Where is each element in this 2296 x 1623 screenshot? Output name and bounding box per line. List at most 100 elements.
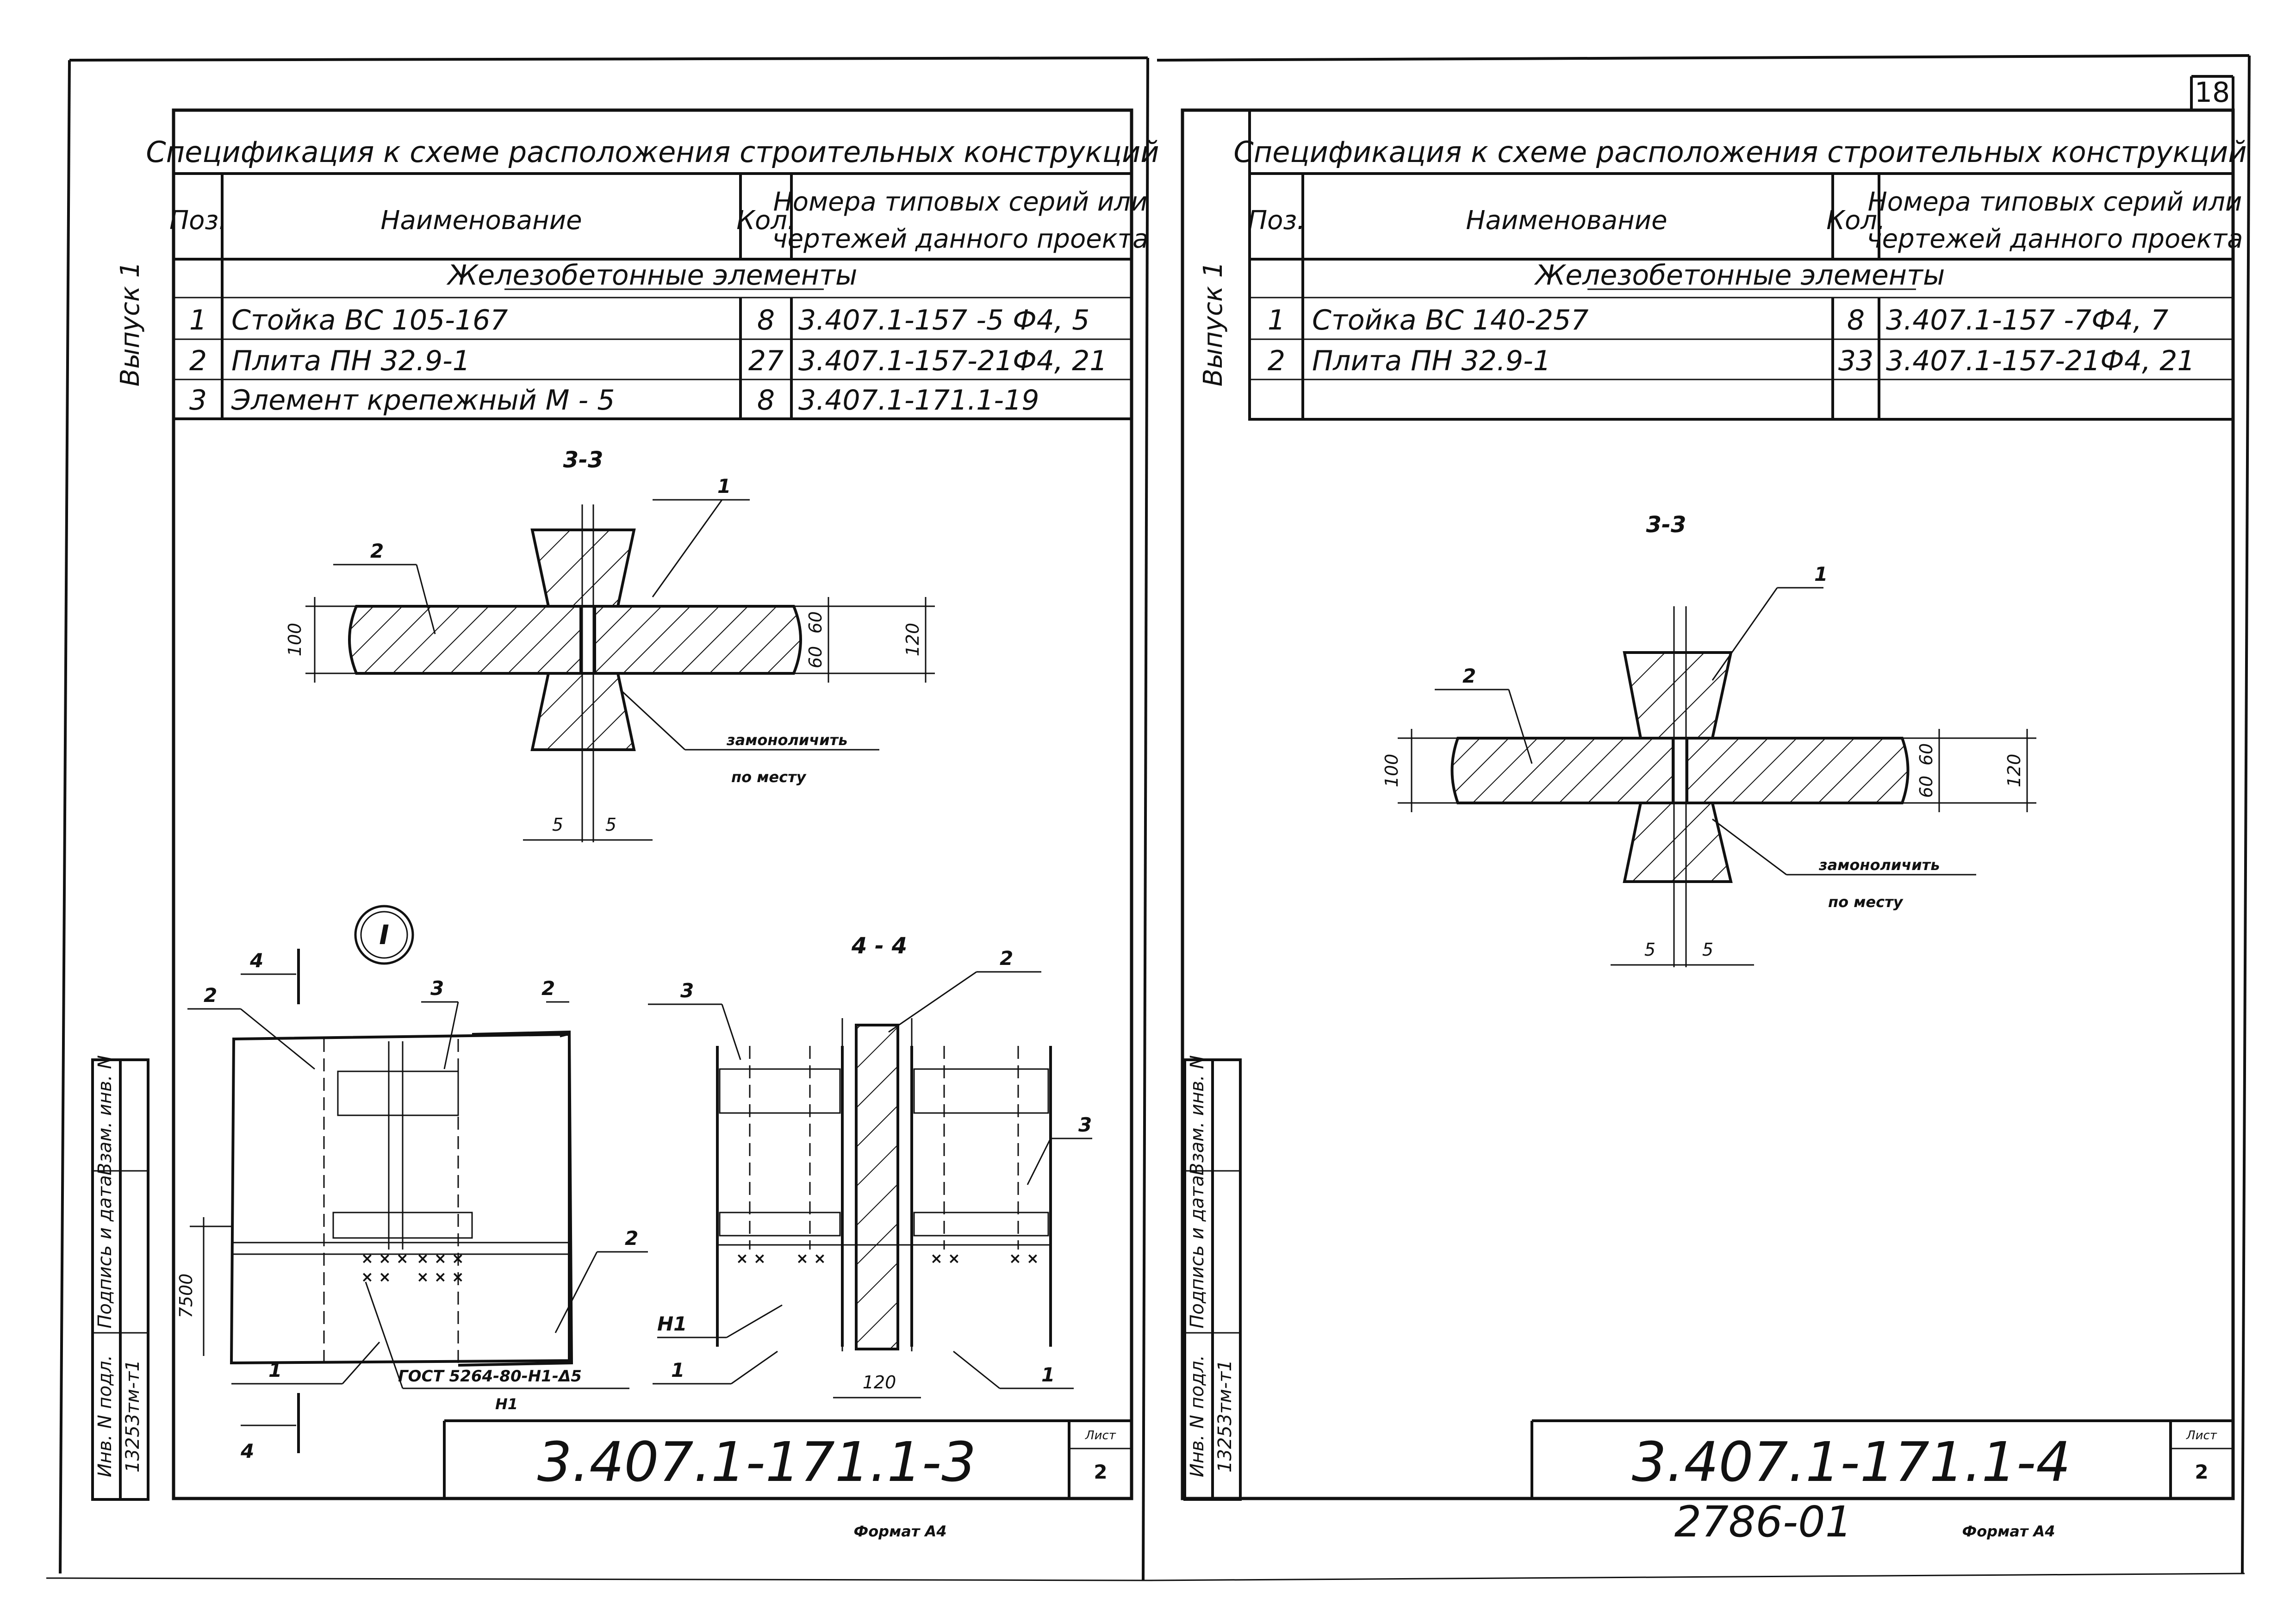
svg-text:2: 2 — [2195, 1461, 2208, 1483]
svg-text:4 - 4: 4 - 4 — [851, 933, 907, 959]
svg-text:33: 33 — [1838, 345, 1873, 377]
svg-text:3.407.1-171.1-19: 3.407.1-171.1-19 — [798, 384, 1039, 417]
svg-text:60: 60 — [805, 646, 826, 668]
svg-text:4: 4 — [249, 949, 263, 972]
svg-text:27: 27 — [748, 345, 784, 377]
svg-text:3.407.1-157-21Ф4, 21: 3.407.1-157-21Ф4, 21 — [798, 345, 1108, 377]
svg-text:2: 2 — [189, 345, 207, 377]
svg-text:60: 60 — [805, 611, 826, 634]
svg-text:13253тм-т1: 13253тм-т1 — [1214, 1360, 1236, 1473]
vypusk-label: Выпуск 1 — [115, 261, 145, 386]
svg-text:120: 120 — [863, 1372, 896, 1393]
svg-text:1: 1 — [717, 475, 731, 497]
svg-text:5: 5 — [552, 815, 563, 835]
svg-text:1: 1 — [1814, 563, 1828, 585]
svg-text:3: 3 — [1078, 1113, 1092, 1136]
svg-text:4: 4 — [240, 1440, 254, 1462]
svg-text:5: 5 — [1702, 939, 1713, 960]
svg-text:Выпуск 1: Выпуск 1 — [1198, 261, 1228, 386]
svg-text:чертежей данного проекта: чертежей данного проекта — [1867, 224, 2243, 254]
svg-text:2: 2 — [1462, 665, 1476, 687]
svg-text:Стойка ВС 105-167: Стойка ВС 105-167 — [231, 304, 508, 336]
svg-text:2: 2 — [204, 984, 217, 1007]
table-row: 2 Плита ПН 32.9-1 27 3.407.1-157-21Ф4, 2… — [189, 345, 1108, 377]
col-ref-2: чертежей данного проекта — [772, 224, 1149, 254]
svg-text:60: 60 — [1916, 776, 1936, 798]
left-page — [46, 56, 1153, 1581]
spec-title: Спецификация к схеме расположения строит… — [146, 135, 1159, 169]
svg-text:Н1: Н1 — [657, 1312, 687, 1335]
svg-text:Плита ПН 32.9-1: Плита ПН 32.9-1 — [1312, 345, 1551, 377]
svg-text:3: 3 — [189, 384, 207, 417]
svg-text:замоноличить: замоноличить — [726, 731, 847, 749]
svg-text:× × ×: × × × — [417, 1268, 464, 1286]
svg-text:3-3: 3-3 — [563, 447, 604, 473]
svg-text:2: 2 — [370, 540, 384, 562]
svg-text:1: 1 — [1041, 1363, 1055, 1386]
svg-text:13253тм-т1: 13253тм-т1 — [122, 1360, 143, 1473]
svg-text:Формат А4: Формат А4 — [853, 1523, 946, 1540]
svg-text:Поз.: Поз. — [1248, 205, 1305, 236]
svg-text:2: 2 — [1268, 345, 1285, 377]
svg-text:Взам. инв. N: Взам. инв. N — [1187, 1055, 1208, 1175]
svg-text:3.407.1-157 -5 Ф4, 5: 3.407.1-157 -5 Ф4, 5 — [798, 304, 1089, 336]
doc-code: 3.407.1-171.1-3 — [537, 1430, 976, 1494]
group-label: Железобетонные элементы — [446, 259, 858, 292]
page-number: 18 — [2195, 76, 2230, 109]
svg-text:100: 100 — [285, 623, 305, 657]
spec-table-left: Спецификация к схеме расположения строит… — [146, 135, 1159, 420]
svg-text:3.407.1-157-21Ф4, 21: 3.407.1-157-21Ф4, 21 — [1886, 345, 2195, 377]
svg-text:Формат А4: Формат А4 — [1962, 1523, 2055, 1540]
svg-text:Элемент крепежный М - 5: Элемент крепежный М - 5 — [231, 384, 615, 417]
svg-text:1: 1 — [1268, 304, 1285, 336]
svg-text:3.407.1-157 -7Ф4, 7: 3.407.1-157 -7Ф4, 7 — [1886, 304, 2168, 336]
doc-code: 3.407.1-171.1-4 — [1632, 1430, 2071, 1494]
table-row: 2 Плита ПН 32.9-1 33 3.407.1-157-21Ф4, 2… — [1268, 345, 2195, 377]
svg-text:Лист: Лист — [1085, 1429, 1116, 1443]
table-row: 3 Элемент крепежный М - 5 8 3.407.1-171.… — [189, 384, 1039, 417]
svg-text:Взам. инв. N: Взам. инв. N — [94, 1055, 116, 1175]
right-page — [1147, 54, 2251, 1581]
svg-text:ГОСТ 5264-80-Н1-Δ5: ГОСТ 5264-80-Н1-Δ5 — [398, 1367, 582, 1386]
svg-text:60: 60 — [1916, 743, 1936, 765]
svg-text:Лист: Лист — [2186, 1429, 2217, 1443]
svg-text:100: 100 — [1381, 754, 1402, 788]
table-row: 1 Стойка ВС 140-257 8 3.407.1-157 -7Ф4, … — [1268, 304, 2168, 336]
col-name: Наименование — [380, 205, 582, 236]
svg-text:Железобетонные элементы: Железобетонные элементы — [1534, 259, 1945, 292]
svg-text:по месту: по месту — [1828, 893, 1904, 911]
svg-text:120: 120 — [902, 623, 923, 657]
svg-text:Плита ПН 32.9-1: Плита ПН 32.9-1 — [231, 345, 470, 377]
svg-text:3: 3 — [430, 977, 444, 1000]
svg-text:Номера типовых серий или: Номера типовых серий или — [1868, 187, 2242, 217]
svg-text:Кол.: Кол. — [1826, 205, 1885, 236]
svg-text:по месту: по месту — [731, 768, 807, 786]
node-I-left: I 4 4 × × × × × × × × × × × 2 — [176, 905, 648, 1462]
left-drawing: Спецификация к схеме расположения строит… — [91, 108, 1159, 1540]
spec-table-right: Спецификация к схеме расположения строит… — [1233, 109, 2247, 421]
svg-text:1: 1 — [268, 1359, 282, 1381]
svg-text:5: 5 — [605, 815, 616, 835]
svg-text:2: 2 — [1000, 947, 1013, 970]
title-block-right: 3.407.1-171.1-4 Лист 2 2786-01 Формат А4 — [1531, 1419, 2233, 1547]
svg-text:Инв. N подл.: Инв. N подл. — [1187, 1355, 1208, 1477]
svg-text:Подпись и дата: Подпись и дата — [94, 1175, 116, 1328]
section-3-3-left: 3-3 5 1 2 100 60 60 120 — [285, 447, 935, 842]
svg-text:× ×: × × — [930, 1250, 960, 1267]
svg-text:Инв. N подл.: Инв. N подл. — [94, 1355, 116, 1477]
side-stamp-right: Взам. инв. N Подпись и дата Инв. N подл.… — [1183, 1055, 1242, 1501]
svg-text:2: 2 — [1094, 1461, 1107, 1483]
handwritten-number: 2786-01 — [1674, 1497, 1852, 1547]
svg-text:8: 8 — [757, 384, 775, 417]
table-row: 1 Стойка ВС 105-167 8 3.407.1-157 -5 Ф4,… — [189, 304, 1089, 336]
svg-text:8: 8 — [757, 304, 775, 336]
svg-text:× × ×: × × × — [361, 1250, 409, 1267]
right-drawing: 18 Спецификация к схеме расположения стр… — [1181, 75, 2247, 1547]
svg-text:2: 2 — [541, 977, 555, 1000]
svg-text:Спецификация к схеме расположе: Спецификация к схеме расположения строит… — [1233, 135, 2246, 169]
svg-text:× × ×: × × × — [417, 1250, 464, 1267]
svg-text:× ×: × × — [1009, 1250, 1039, 1267]
svg-text:Наименование: Наименование — [1466, 205, 1667, 236]
svg-text:Подпись и дата: Подпись и дата — [1187, 1175, 1208, 1328]
